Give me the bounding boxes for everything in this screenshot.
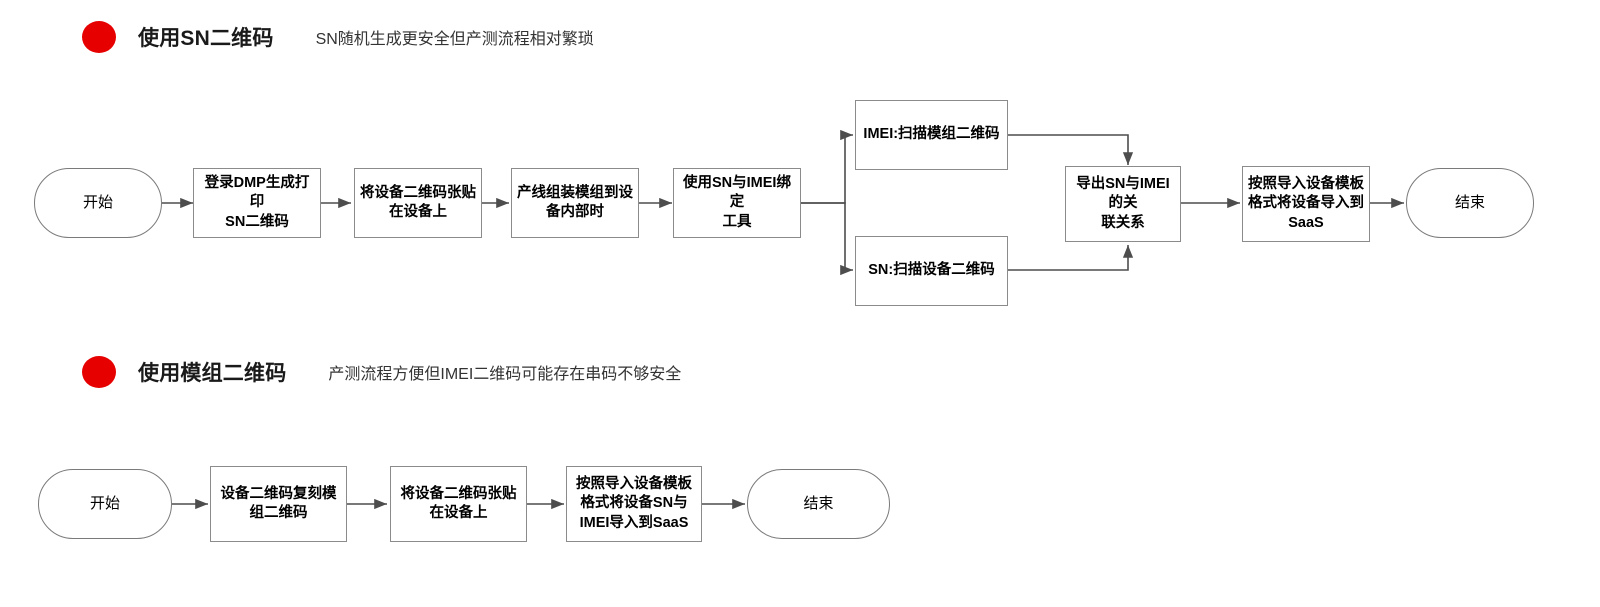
node-mod-step1[interactable]: 设备二维码复刻模 组二维码 (210, 466, 347, 542)
node-sn-step3[interactable]: 产线组装模组到设 备内部时 (511, 168, 639, 238)
node-label: 登录DMP生成打印 SN二维码 (204, 175, 310, 230)
node-sn-branch-imei[interactable]: IMEI:扫描模组二维码 (855, 100, 1008, 170)
node-label: 开始 (82, 194, 113, 212)
node-label: SN:扫描设备二维码 (868, 262, 995, 279)
node-sn-end[interactable]: 结束 (1406, 168, 1534, 238)
section-title-sn: 使用SN二维码 (138, 27, 274, 50)
red-dot-icon (82, 356, 116, 388)
node-sn-branch-sn[interactable]: SN:扫描设备二维码 (855, 236, 1008, 306)
node-sn-start[interactable]: 开始 (34, 168, 162, 238)
node-sn-merge[interactable]: 导出SN与IMEI的关 联关系 (1065, 166, 1181, 242)
node-sn-step2[interactable]: 将设备二维码张贴 在设备上 (354, 168, 482, 238)
edge-sn-step4-sn (801, 202, 853, 276)
section-header-module: 使用模组二维码 产测流程方便但IMEI二维码可能存在串码不够安全 (82, 356, 681, 388)
edge-sn-imei-merge (1008, 134, 1134, 165)
node-mod-step2[interactable]: 将设备二维码张贴 在设备上 (390, 466, 527, 542)
node-label: 按照导入设备模板 格式将设备导入到 SaaS (1248, 176, 1364, 231)
edge-sn-sn-merge (1008, 245, 1134, 271)
node-sn-step1[interactable]: 登录DMP生成打印 SN二维码 (193, 168, 321, 238)
red-dot-icon (82, 21, 116, 53)
node-label: 设备二维码复刻模 组二维码 (220, 485, 337, 521)
node-label: 将设备二维码张贴 在设备上 (400, 485, 517, 521)
node-sn-step4[interactable]: 使用SN与IMEI绑定 工具 (673, 168, 801, 238)
section-title-module: 使用模组二维码 (138, 362, 287, 385)
node-label: 按照导入设备模板 格式将设备SN与 IMEI导入到SaaS (576, 476, 692, 531)
section-subtitle-sn: SN随机生成更安全但产测流程相对繁琐 (315, 31, 594, 48)
section-header-sn: 使用SN二维码 SN随机生成更安全但产测流程相对繁琐 (82, 21, 594, 53)
edge-sn-step4-imei (801, 129, 853, 204)
node-label: IMEI:扫描模组二维码 (863, 126, 1000, 143)
node-label: 导出SN与IMEI的关 联关系 (1076, 176, 1170, 231)
node-label: 开始 (89, 495, 120, 513)
node-mod-end[interactable]: 结束 (747, 469, 890, 539)
node-mod-step3[interactable]: 按照导入设备模板 格式将设备SN与 IMEI导入到SaaS (566, 466, 702, 542)
node-label: 结束 (1454, 194, 1485, 212)
node-mod-start[interactable]: 开始 (38, 469, 172, 539)
node-label: 产线组装模组到设 备内部时 (517, 184, 633, 220)
section-subtitle-module: 产测流程方便但IMEI二维码可能存在串码不够安全 (328, 366, 682, 383)
node-label: 结束 (803, 495, 834, 513)
node-sn-import[interactable]: 按照导入设备模板 格式将设备导入到 SaaS (1242, 166, 1370, 242)
node-label: 将设备二维码张贴 在设备上 (360, 184, 476, 220)
node-label: 使用SN与IMEI绑定 工具 (683, 175, 791, 230)
